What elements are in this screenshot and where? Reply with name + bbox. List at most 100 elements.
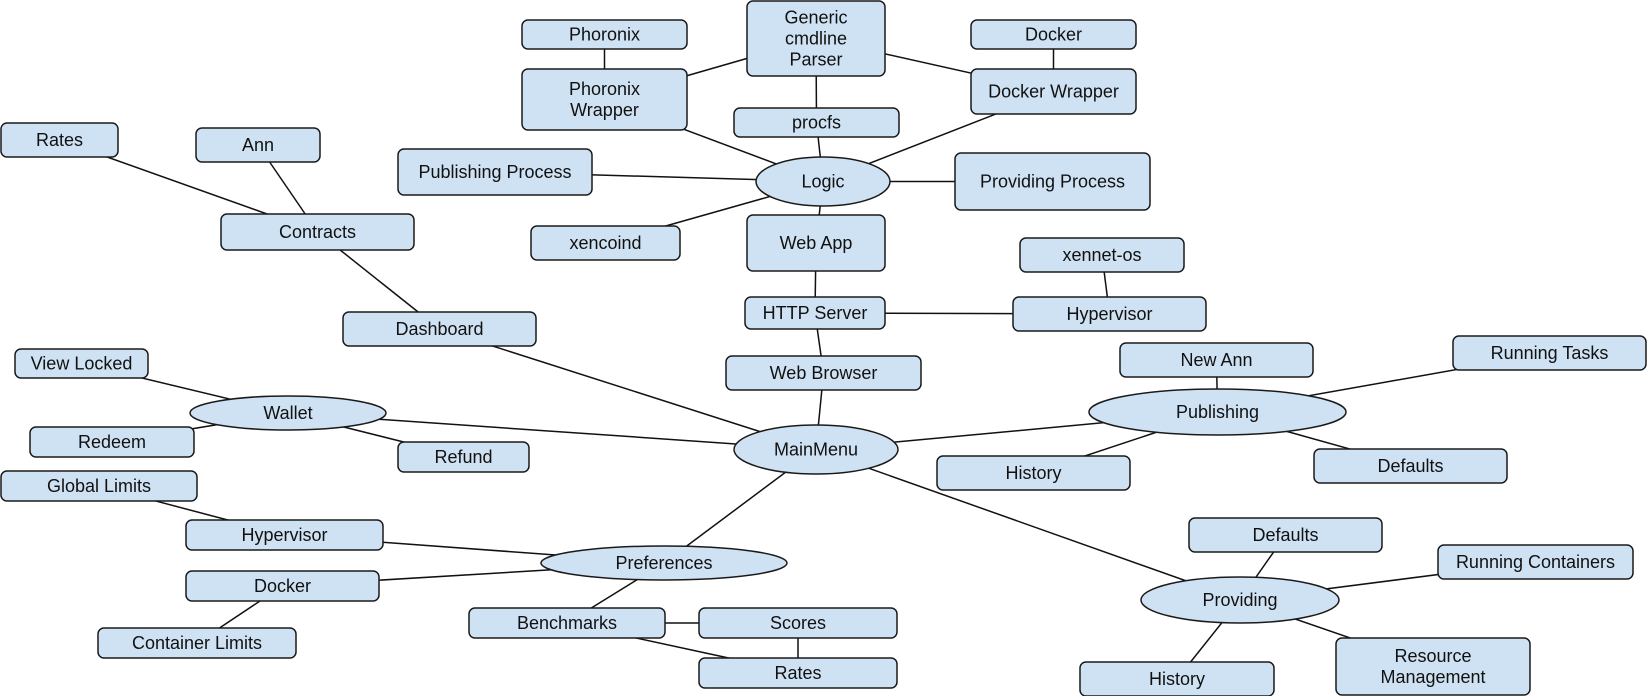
node-label: xencoind — [569, 233, 641, 253]
node-contracts: Contracts — [220, 213, 415, 251]
node-procfs: procfs — [733, 107, 900, 138]
node-web-browser: Web Browser — [725, 355, 922, 391]
node-logic-shape — [755, 156, 891, 207]
node-label: Defaults — [1377, 456, 1443, 476]
node-label: Publishing — [1176, 402, 1259, 422]
node-providing-shape — [1140, 576, 1340, 624]
node-logic: Logic — [755, 156, 891, 207]
node-new-ann: New Ann — [1119, 342, 1314, 378]
node-label: Phoronix — [569, 25, 640, 45]
node-label: Benchmarks — [517, 613, 617, 633]
node-docker-pref: Docker — [185, 570, 380, 602]
node-global-limits: Global Limits — [0, 470, 198, 502]
node-label: Docker Wrapper — [988, 82, 1119, 102]
node-refund: Refund — [397, 441, 530, 473]
node-running-tasks: Running Tasks — [1452, 335, 1647, 371]
node-xennet-os: xennet-os — [1019, 237, 1185, 273]
node-label: Resource — [1394, 646, 1471, 666]
node-redeem-shape — [29, 426, 195, 458]
node-defaults-prov-shape — [1188, 517, 1383, 553]
node-label: History — [1149, 669, 1205, 689]
node-history-prov: History — [1079, 661, 1275, 696]
node-docker-wrapper: Docker Wrapper — [970, 68, 1137, 115]
node-view-locked-shape — [14, 348, 149, 379]
node-docker-wrapper-shape — [970, 68, 1137, 115]
node-global-limits-shape — [0, 470, 198, 502]
node-label: Providing Process — [980, 172, 1125, 192]
node-history-pub: History — [936, 455, 1131, 491]
node-view-locked: View Locked — [14, 348, 149, 379]
node-label: Hypervisor — [1066, 304, 1152, 324]
node-rates-bottom-shape — [698, 657, 898, 689]
node-ann: Ann — [195, 127, 321, 163]
node-publishing-shape — [1088, 388, 1347, 436]
node-publishing-process: Publishing Process — [397, 148, 593, 196]
node-wallet-shape — [189, 395, 387, 431]
node-label: Dashboard — [395, 319, 483, 339]
node-label: Generic — [784, 8, 847, 28]
node-xencoind: xencoind — [530, 225, 681, 261]
node-label: Publishing Process — [418, 162, 571, 182]
node-label: Providing — [1202, 590, 1277, 610]
node-web-app-shape — [746, 214, 886, 272]
node-phoronix: Phoronix — [521, 19, 688, 50]
node-xencoind-shape — [530, 225, 681, 261]
node-phoronix-shape — [521, 19, 688, 50]
node-mainmenu-shape — [733, 424, 899, 475]
node-docker-top: Docker — [970, 19, 1137, 50]
node-rates-top: Rates — [0, 122, 119, 158]
node-label: Rates — [36, 130, 83, 150]
node-providing-process-shape — [954, 152, 1151, 211]
node-dashboard-shape — [342, 311, 537, 347]
node-redeem: Redeem — [29, 426, 195, 458]
node-history-prov-shape — [1079, 661, 1275, 696]
node-label: Phoronix — [569, 79, 640, 99]
node-hypervisor-top-shape — [1012, 296, 1207, 332]
node-label: Defaults — [1252, 525, 1318, 545]
node-hypervisor-pref: Hypervisor — [185, 519, 384, 551]
node-providing-process: Providing Process — [954, 152, 1151, 211]
node-label: Docker — [1025, 25, 1082, 45]
node-label: Preferences — [615, 553, 712, 573]
node-label: Logic — [801, 172, 844, 192]
node-label: Ann — [242, 135, 274, 155]
node-publishing: Publishing — [1088, 388, 1347, 436]
node-hypervisor-pref-shape — [185, 519, 384, 551]
node-label: procfs — [792, 113, 841, 133]
node-label: cmdline — [785, 29, 847, 49]
node-web-browser-shape — [725, 355, 922, 391]
node-label: Web Browser — [770, 363, 878, 383]
node-docker-top-shape — [970, 19, 1137, 50]
node-publishing-process-shape — [397, 148, 593, 196]
node-label: Docker — [254, 576, 311, 596]
node-label: Hypervisor — [241, 525, 327, 545]
node-rates-bottom: Rates — [698, 657, 898, 689]
edge-dashboard-to-mainmenu — [439, 328, 817, 451]
node-label: Global Limits — [47, 476, 151, 496]
node-generic-shape — [746, 0, 886, 77]
node-procfs-shape — [733, 107, 900, 138]
node-label: Container Limits — [132, 633, 262, 653]
node-defaults-prov: Defaults — [1188, 517, 1383, 553]
node-label: xennet-os — [1062, 245, 1141, 265]
node-label: Contracts — [279, 222, 356, 242]
node-label: Wallet — [263, 403, 312, 423]
node-benchmarks-shape — [468, 607, 666, 639]
node-scores: Scores — [698, 607, 898, 639]
node-label: Refund — [434, 447, 492, 467]
node-defaults-pub: Defaults — [1313, 448, 1508, 484]
node-label: New Ann — [1180, 350, 1252, 370]
node-label: Management — [1380, 667, 1485, 687]
node-benchmarks: Benchmarks — [468, 607, 666, 639]
node-label: Scores — [770, 613, 826, 633]
node-web-app: Web App — [746, 214, 886, 272]
node-label: Running Containers — [1456, 552, 1615, 572]
node-label: Redeem — [78, 432, 146, 452]
node-resource-mgmt-shape — [1335, 637, 1531, 696]
node-running-containers-shape — [1437, 544, 1634, 580]
